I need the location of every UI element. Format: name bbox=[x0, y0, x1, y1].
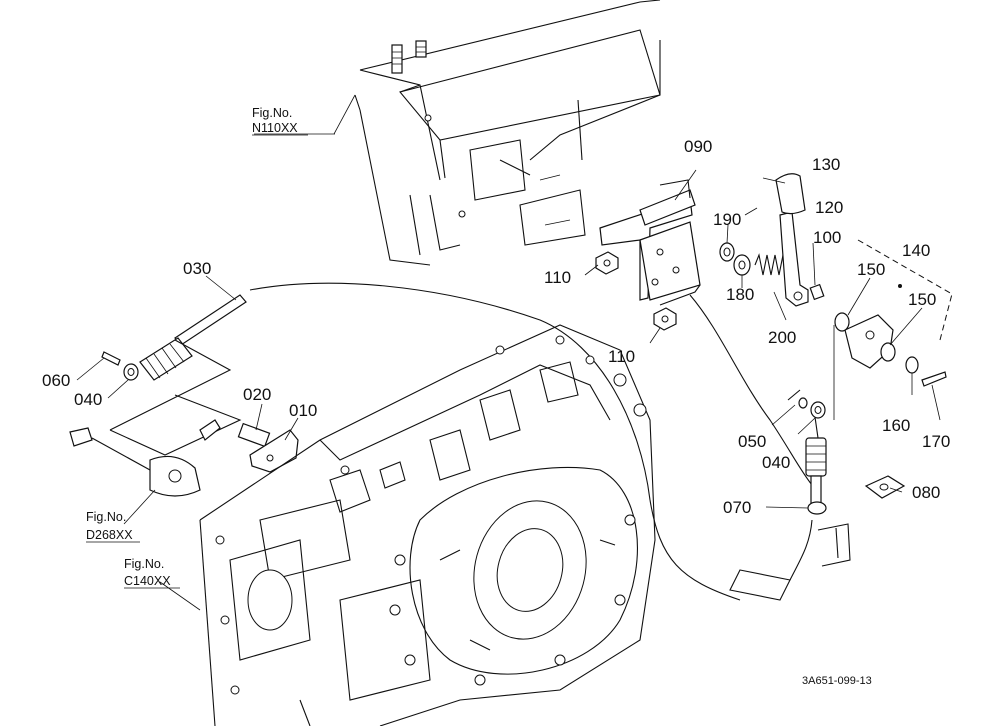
part-label-130: 130 bbox=[812, 155, 840, 174]
part-label-050: 050 bbox=[738, 432, 766, 451]
part-label-110-upper: 110 bbox=[544, 268, 571, 287]
part-labels: 030 060 040 020 010 090 110 110 190 180 … bbox=[42, 137, 950, 517]
washer-040-right bbox=[810, 401, 826, 419]
part-label-120: 120 bbox=[815, 198, 843, 217]
clamp-080 bbox=[864, 475, 906, 499]
fig-ref-c140-prefix: Fig.No. bbox=[124, 557, 164, 571]
cable-end-070 bbox=[805, 409, 827, 515]
pin-170 bbox=[921, 371, 947, 387]
fig-ref-n110-code: N110XX bbox=[252, 121, 298, 135]
lever-bracket-090 bbox=[599, 179, 701, 306]
part-label-100: 100 bbox=[813, 228, 841, 247]
cable-bracket bbox=[817, 523, 851, 567]
part-label-020: 020 bbox=[243, 385, 271, 404]
washer-040-left bbox=[123, 363, 139, 381]
part-label-190: 190 bbox=[713, 210, 741, 229]
nut-110-lower bbox=[653, 307, 677, 331]
part-label-110-lower: 110 bbox=[608, 347, 635, 366]
part-label-040-left: 040 bbox=[74, 390, 102, 409]
transmission-case bbox=[199, 324, 656, 726]
part-label-070: 070 bbox=[723, 498, 751, 517]
part-label-040-right: 040 bbox=[762, 453, 790, 472]
part-label-170: 170 bbox=[922, 432, 950, 451]
part-label-180: 180 bbox=[726, 285, 754, 304]
pin-060 bbox=[101, 351, 121, 366]
nut-110-upper bbox=[595, 251, 619, 275]
washer-180 bbox=[733, 254, 751, 276]
governor-unit bbox=[69, 339, 242, 497]
part-label-160: 160 bbox=[882, 416, 910, 435]
part-label-090: 090 bbox=[684, 137, 712, 156]
fig-ref-n110: Fig.No. N110XX bbox=[252, 106, 308, 136]
lever-120 bbox=[779, 211, 809, 307]
part-label-150-right: 150 bbox=[908, 290, 936, 309]
cable-rod-030 bbox=[139, 294, 247, 381]
drawing-code: 3A651-099-13 bbox=[802, 675, 872, 687]
collar-150-left bbox=[834, 312, 850, 332]
bolt-100 bbox=[809, 283, 825, 301]
pin-050 bbox=[787, 389, 808, 409]
bracket-010 bbox=[249, 429, 299, 473]
fig-ref-d268-code: D268XX bbox=[86, 528, 133, 542]
knob-130 bbox=[775, 173, 806, 215]
part-label-080: 080 bbox=[912, 483, 940, 502]
part-label-010: 010 bbox=[289, 401, 317, 420]
collar-150-right bbox=[880, 342, 896, 362]
fig-ref-d268-prefix: Fig.No. bbox=[86, 510, 126, 524]
joint-020 bbox=[237, 422, 271, 448]
fig-ref-n110-prefix: Fig.No. bbox=[252, 106, 292, 120]
spring-200 bbox=[754, 253, 788, 276]
fig-ref-c140-code: C140XX bbox=[124, 574, 171, 588]
part-label-200: 200 bbox=[768, 328, 796, 347]
part-label-030: 030 bbox=[183, 259, 211, 278]
upper-frame-assembly bbox=[354, 0, 661, 266]
fig-ref-c140: Fig.No. C140XX bbox=[124, 557, 180, 589]
washer-190 bbox=[719, 242, 735, 262]
part-label-060: 060 bbox=[42, 371, 70, 390]
fig-ref-d268: Fig.No. D268XX bbox=[86, 510, 140, 543]
washer-160 bbox=[905, 356, 919, 374]
part-label-150-left: 150 bbox=[857, 260, 885, 279]
leader-lines bbox=[76, 94, 941, 611]
part-label-140: 140 bbox=[902, 241, 930, 260]
